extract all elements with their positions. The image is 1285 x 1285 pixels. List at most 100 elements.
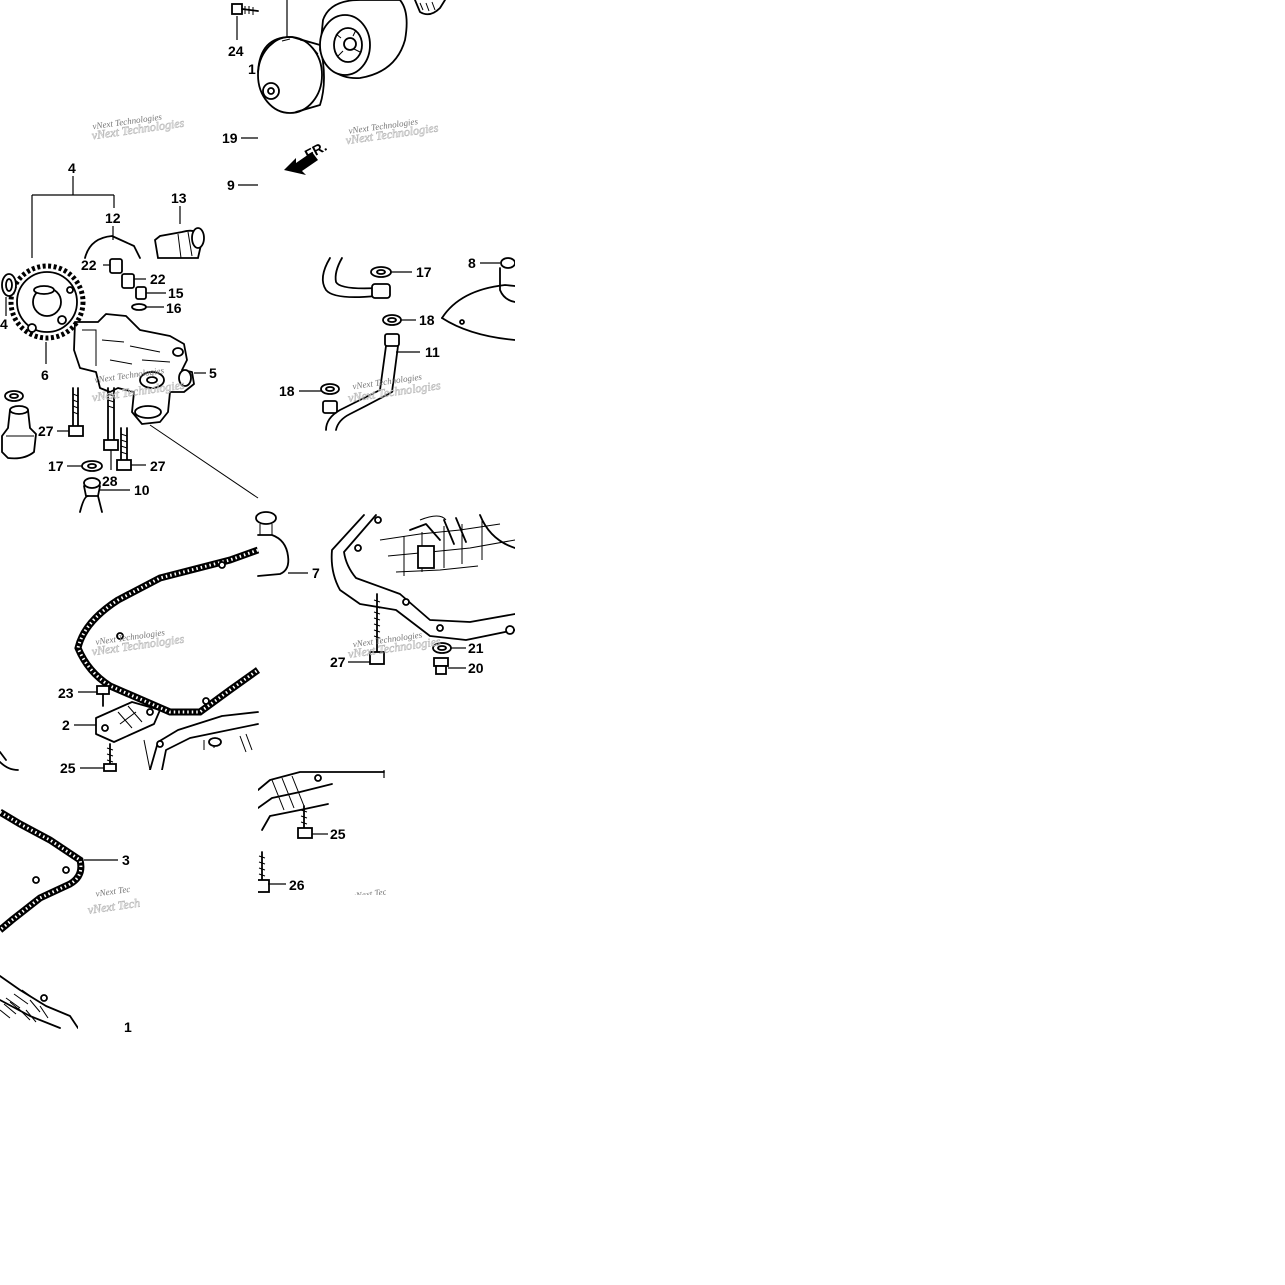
oil-pump-body — [73, 313, 206, 425]
strainer-8 — [441, 257, 516, 341]
blank-area-bottom-center — [140, 770, 258, 1040]
front-direction-arrow: FR. — [284, 138, 329, 175]
watermark-5: vNext Technologies vNext Technologies — [91, 627, 186, 659]
callout-18-lower: 18 — [279, 383, 295, 399]
washer-21 — [432, 642, 466, 654]
oil-pan — [330, 514, 516, 641]
leader-pump-strainer — [149, 424, 259, 499]
callout-24: 24 — [228, 43, 244, 59]
callout-17-left: 17 — [48, 458, 64, 474]
tube-13 — [154, 206, 205, 259]
callout-27-left: 27 — [38, 423, 54, 439]
strainer-7 — [255, 511, 308, 577]
callout-16: 16 — [166, 300, 182, 316]
callout-7: 7 — [312, 565, 320, 581]
callout-9: 9 — [227, 177, 235, 193]
blank-area-bottom-strip — [78, 940, 140, 1040]
callout-25-right: 25 — [330, 826, 346, 842]
bolt-27b — [116, 427, 146, 471]
pipe-upper-b — [334, 257, 379, 290]
bracket-4 — [31, 194, 115, 258]
oil-pan-lower — [0, 975, 79, 1029]
pump-cover-12 — [84, 235, 141, 259]
filter-cap — [257, 0, 325, 114]
callout-26: 26 — [289, 877, 305, 893]
oil-pan-bottom — [257, 770, 385, 831]
part-15 — [135, 286, 166, 300]
callout-10: 10 — [134, 482, 150, 498]
bolt-25a — [80, 743, 117, 772]
callout-25-left: 25 — [60, 760, 76, 776]
callout-2: 2 — [62, 717, 70, 733]
callout-13: 13 — [171, 190, 187, 206]
union-upper — [371, 283, 391, 299]
callout-22-right: 22 — [150, 271, 166, 287]
callout-27-pan: 27 — [330, 654, 346, 670]
washer-18a — [382, 314, 416, 326]
callout-labels: 24 1 19 9 4 12 13 22 22 15 16 4 5 6 27 1… — [0, 43, 484, 1035]
oring-16 — [131, 303, 164, 311]
gasket-3 — [0, 808, 118, 933]
callout-8: 8 — [468, 255, 476, 271]
callout-28: 28 — [102, 473, 118, 489]
bolt-27c — [348, 593, 385, 665]
blank-area-lower-middle — [258, 895, 515, 1285]
bolt-27a — [57, 387, 84, 437]
oil-pump-tile — [1, 176, 259, 513]
callout-23: 23 — [58, 685, 74, 701]
watermark-7: vNext Tech vNext Tec — [87, 884, 142, 917]
oil-pipe-tile — [299, 257, 516, 431]
bolt-23 — [78, 685, 110, 707]
callout-4: 4 — [68, 160, 76, 176]
svg-text:vNext Tech: vNext Tech — [87, 896, 141, 917]
gasket-upper — [74, 546, 261, 716]
callout-11: 11 — [425, 344, 440, 360]
lower-bolts-tile — [256, 770, 385, 893]
oil-filter-tile: FR. — [231, 0, 446, 186]
washer-left — [4, 390, 24, 402]
drain-bolt-20 — [433, 657, 466, 675]
callout-20: 20 — [468, 660, 484, 676]
washer-18b — [299, 383, 340, 414]
blank-area-right — [515, 256, 1285, 1285]
oil-pipe-11 — [325, 333, 420, 431]
plate-2 — [74, 701, 161, 743]
blank-area-top-right — [446, 0, 1285, 256]
watermark-4: vNext Technologies vNext Technologies — [347, 372, 442, 406]
callout-19: 19 — [222, 130, 238, 146]
oil-pan-gasket-tile — [0, 511, 308, 772]
watermark-6: vNext Technologies vNext Technologies — [347, 630, 442, 662]
callout-17-pipe: 17 — [416, 264, 432, 280]
edge-left-a — [0, 761, 19, 771]
relief-valve — [1, 405, 37, 460]
watermark-3: vNext Technologies vNext Technologies — [91, 365, 186, 405]
watermark-2: vNext Technologies vNext Technologies — [345, 116, 440, 147]
washer-4 — [1, 273, 17, 316]
callout-22-left: 22 — [81, 257, 97, 273]
oil-pan-corner — [149, 711, 259, 771]
bolt-28 — [103, 387, 119, 470]
callout-3: 3 — [122, 852, 130, 868]
leader-pan — [143, 739, 151, 771]
oil-pan-tile — [330, 514, 516, 675]
washer-17b — [370, 266, 412, 278]
callout-21: 21 — [468, 640, 484, 656]
pipe-10 — [79, 477, 130, 513]
filter-pipe — [414, 0, 446, 16]
bolt-26 — [256, 851, 286, 893]
callout-15: 15 — [168, 285, 184, 301]
washer-17a — [67, 460, 103, 472]
pipe-upper-a — [321, 257, 377, 299]
callout-1: 1 — [248, 61, 256, 77]
callout-27-right: 27 — [150, 458, 166, 474]
callout-12: 12 — [105, 210, 121, 226]
callout-6: 6 — [41, 367, 49, 383]
bolt-24 — [231, 3, 259, 40]
callout-4-washer: 4 — [0, 316, 8, 332]
pump-sprocket — [8, 263, 86, 364]
blank-area-bottom-left — [0, 1040, 258, 1285]
blank-area-top-left — [0, 0, 225, 100]
callout-1-lower: 1 — [124, 1019, 132, 1035]
callout-5: 5 — [209, 365, 217, 381]
